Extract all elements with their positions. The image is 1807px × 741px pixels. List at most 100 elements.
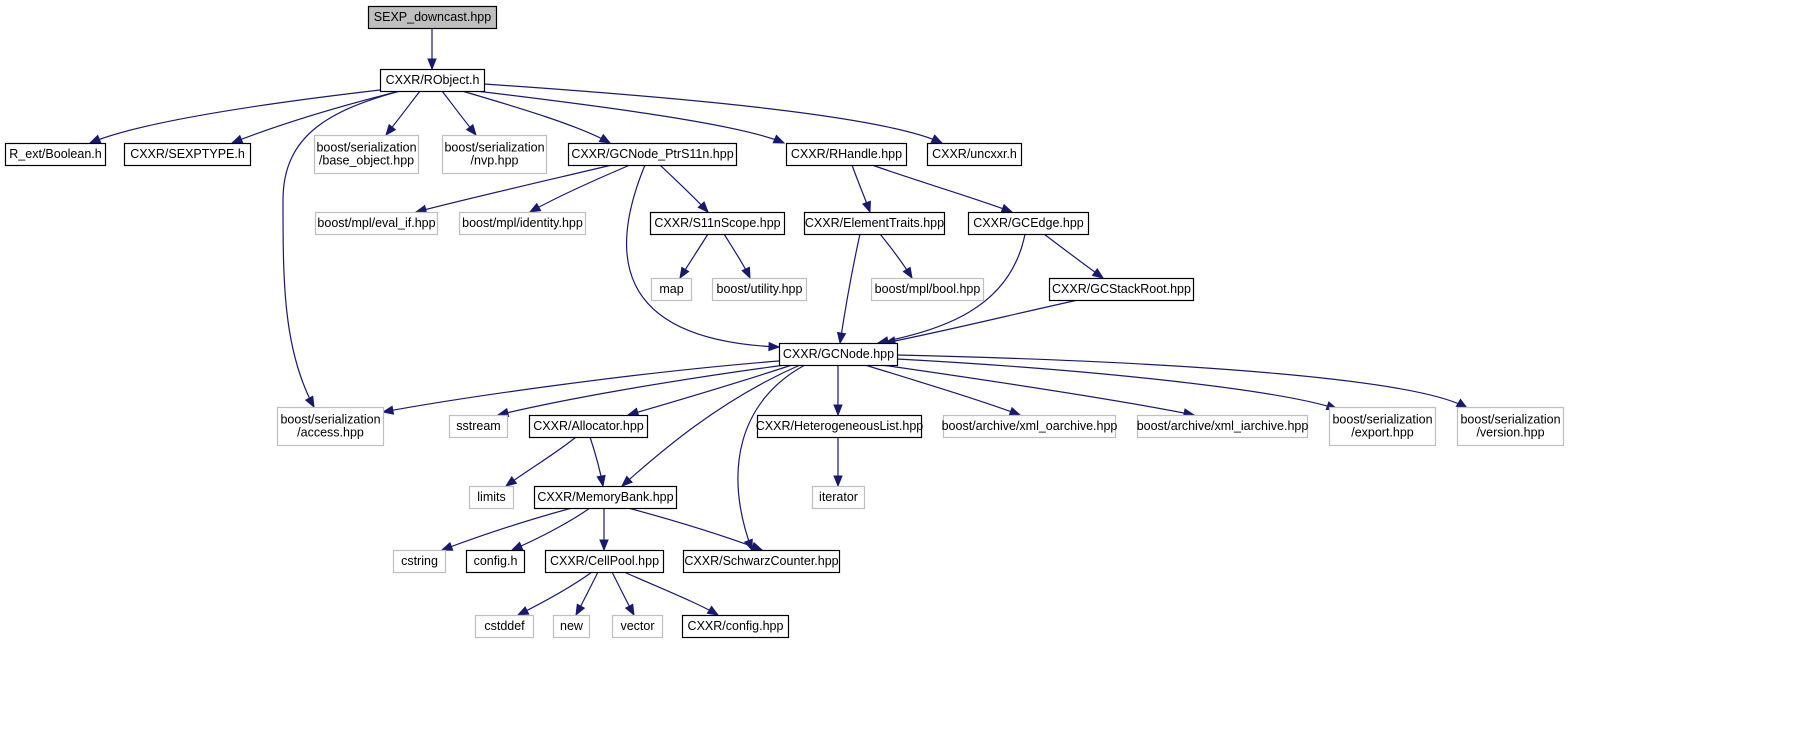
node-label: vector: [620, 619, 654, 633]
edge-memorybank-to-cstring: [440, 507, 573, 551]
edge-rhandle-to-elementtraits: [851, 164, 871, 214]
node-gcnode[interactable]: CXXR/GCNode.hpp: [778, 342, 899, 367]
edge-heterolist-to-iterator: [833, 437, 843, 488]
arrowhead: [598, 133, 612, 144]
node-box: [1456, 406, 1565, 447]
node-memorybank[interactable]: CXXR/MemoryBank.hpp: [533, 485, 678, 510]
node-label: CXXR/GCNode_PtrS11n.hpp: [571, 147, 733, 161]
node-box: [468, 485, 515, 510]
node-heterolist[interactable]: CXXR/HeterogeneousList.hpp: [756, 414, 924, 439]
node-box: [967, 211, 1090, 236]
arrowhead: [930, 134, 944, 144]
node-label: CXXR/GCStackRoot.hpp: [1052, 282, 1191, 296]
node-box: [811, 485, 866, 510]
node-label: boost/archive/xml_oarchive.hpp: [942, 419, 1118, 433]
node-box: [649, 211, 786, 236]
node-uncxxr[interactable]: CXXR/uncxxr.h: [926, 142, 1023, 167]
arrowhead: [772, 134, 786, 144]
node-label: boost/utility.hpp: [717, 282, 803, 296]
node-label: CXXR/MemoryBank.hpp: [537, 490, 673, 504]
node-box: [441, 134, 548, 175]
node-label: CXXR/GCEdge.hpp: [973, 216, 1084, 230]
node-ptrs11n[interactable]: CXXR/GCNode_PtrS11n.hpp: [567, 142, 738, 167]
node-box: [926, 142, 1023, 167]
node-label: boost/mpl/eval_if.hpp: [317, 216, 435, 230]
arrowhead: [902, 266, 913, 280]
edge-robject-to-uncxxr: [483, 83, 944, 144]
node-label: CXXR/S11nScope.hpp: [654, 216, 780, 230]
edge-line: [737, 364, 806, 551]
arrowhead: [833, 404, 843, 417]
edge-ptrs11n-to-eval_if: [414, 164, 613, 214]
arrowhead: [706, 605, 720, 616]
node-sstream: sstream: [448, 414, 509, 439]
edge-line: [839, 233, 861, 344]
arrowhead: [620, 475, 633, 487]
edge-gcedge-to-gcstackroot: [1043, 233, 1105, 279]
edge-line: [884, 299, 1079, 344]
node-label: limits: [477, 490, 505, 504]
node-gcedge[interactable]: CXXR/GCEdge.hpp: [967, 211, 1090, 236]
node-label: boost/mpl/bool.hpp: [875, 282, 981, 296]
node-label: /nvp.hpp: [471, 154, 519, 168]
node-label: boost/serialization: [1332, 413, 1432, 427]
edge-gcnode-to-access: [381, 360, 780, 415]
node-base_object: boost/serialization/base_object.hpp: [313, 134, 420, 175]
edge-elementtraits-to-gcnode: [836, 233, 861, 345]
node-configh[interactable]: config.h: [465, 549, 526, 574]
node-gcstackroot[interactable]: CXXR/GCStackRoot.hpp: [1048, 277, 1195, 302]
node-label: cstddef: [484, 619, 525, 633]
arrowhead: [440, 541, 454, 551]
node-schwarz[interactable]: CXXR/SchwarzCounter.hpp: [682, 549, 841, 574]
node-xml_oarchive: boost/archive/xml_oarchive.hpp: [942, 414, 1118, 439]
node-box: [567, 142, 738, 167]
node-label: /version.hpp: [1476, 426, 1544, 440]
node-box: [4, 142, 107, 167]
node-label: boost/serialization: [444, 141, 544, 155]
node-vector: vector: [611, 614, 664, 639]
node-confighpp[interactable]: CXXR/config.hpp: [681, 614, 790, 639]
edge-ptrs11n-to-s11nscope: [659, 164, 709, 213]
node-elementtraits[interactable]: CXXR/ElementTraits.hpp: [803, 211, 946, 236]
node-box: [682, 549, 841, 574]
node-box: [870, 277, 985, 302]
edge-line: [382, 360, 780, 413]
node-robject[interactable]: CXXR/RObject.h: [379, 68, 486, 93]
node-root[interactable]: SEXP_downcast.hpp: [367, 5, 498, 30]
arrowhead: [836, 331, 847, 345]
node-sexptype[interactable]: CXXR/SEXPTYPE.h: [123, 142, 252, 167]
node-box: [756, 414, 923, 439]
edge-memorybank-to-configh: [510, 507, 591, 551]
node-box: [465, 549, 526, 574]
node-cellpool[interactable]: CXXR/CellPool.hpp: [544, 549, 665, 574]
arrowhead: [596, 474, 606, 488]
node-label: CXXR/config.hpp: [688, 619, 784, 633]
edge-line: [415, 164, 613, 213]
node-version: boost/serialization/version.hpp: [1456, 406, 1565, 447]
edge-memorybank-to-schwarz: [627, 507, 764, 551]
node-box: [785, 142, 908, 167]
edge-line: [864, 364, 1021, 416]
edge-line: [896, 358, 1338, 410]
arrowhead: [697, 201, 709, 213]
node-label: CXXR/GCNode.hpp: [783, 347, 894, 361]
node-label: CXXR/Allocator.hpp: [533, 419, 644, 433]
node-s11nscope[interactable]: CXXR/S11nScope.hpp: [649, 211, 786, 236]
edge-gcnode-to-xml_oarchive: [864, 364, 1022, 416]
node-label: CXXR/RHandle.hpp: [791, 147, 902, 161]
node-allocator[interactable]: CXXR/Allocator.hpp: [528, 414, 649, 439]
node-label: sstream: [456, 419, 500, 433]
edge-ptrs11n-to-gcnode: [625, 164, 781, 352]
node-label: /export.hpp: [1351, 426, 1414, 440]
arrowhead: [385, 123, 397, 137]
node-rhandle[interactable]: CXXR/RHandle.hpp: [785, 142, 908, 167]
node-box: [448, 414, 509, 439]
edge-allocator-to-limits: [504, 436, 577, 487]
node-boolean[interactable]: R_ext/Boolean.h: [4, 142, 107, 167]
arrowhead: [624, 603, 635, 617]
edge-s11nscope-to-utility: [723, 233, 751, 280]
node-box: [711, 277, 808, 302]
node-box: [379, 68, 486, 93]
node-new: new: [552, 614, 591, 639]
edge-cellpool-to-confighpp: [623, 571, 720, 616]
